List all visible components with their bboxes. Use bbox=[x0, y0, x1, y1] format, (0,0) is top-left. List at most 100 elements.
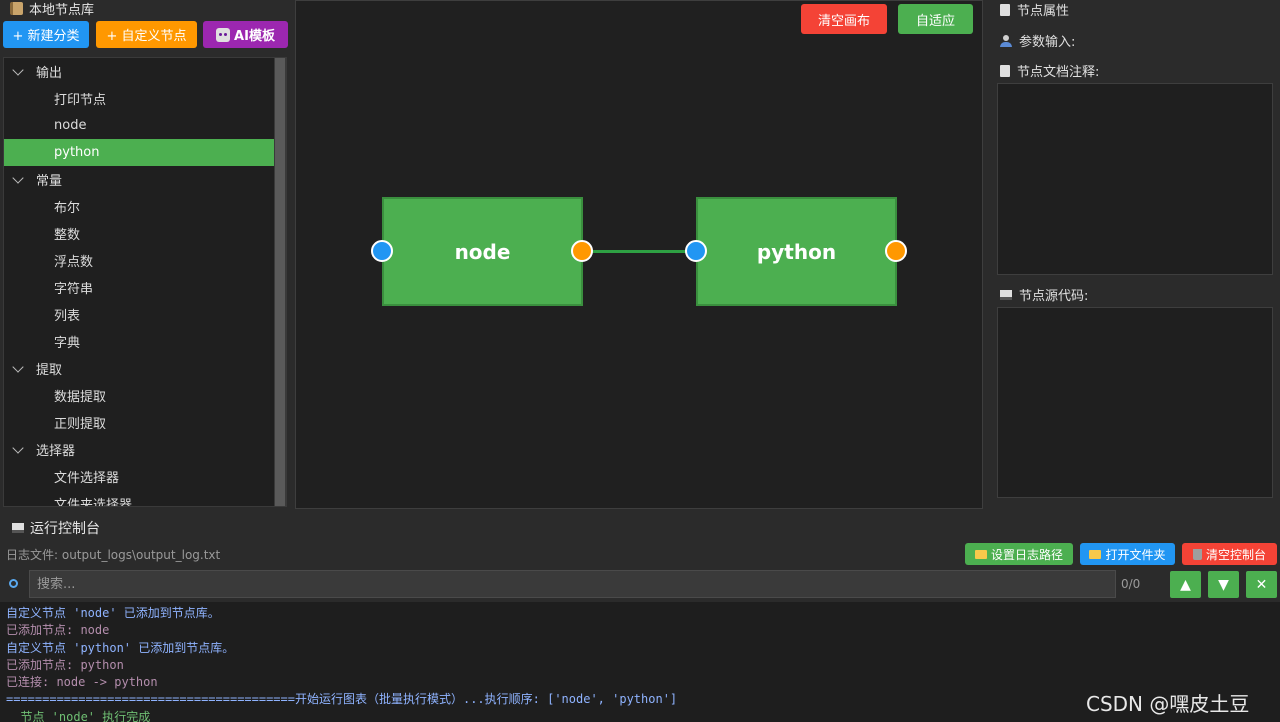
doc-comment-text: 节点文档注释: bbox=[1017, 65, 1100, 80]
tree-item-label: 选择器 bbox=[36, 444, 76, 459]
ai-template-label: AI模板 bbox=[234, 29, 275, 44]
tree-item-label: 字符串 bbox=[54, 282, 94, 297]
chevron-down-icon[interactable] bbox=[12, 63, 24, 76]
doc-comment-box[interactable] bbox=[997, 83, 1273, 275]
log-line: 已连接: node -> python bbox=[6, 675, 158, 690]
custom-node-button[interactable]: + 自定义节点 bbox=[96, 21, 197, 48]
tree-item-label: 列表 bbox=[54, 309, 81, 324]
tree-category[interactable]: 提取 bbox=[4, 355, 274, 382]
node-output-port[interactable] bbox=[571, 240, 593, 262]
tree-item[interactable]: 文件夹选择器 bbox=[4, 490, 274, 506]
node-library-panel: 本地节点库 + 新建分类 + 自定义节点 AI模板 文件夹选择器 文件选择器 选择器… bbox=[0, 0, 290, 510]
tree-item[interactable]: 打印节点 bbox=[4, 85, 274, 112]
tree-item-label: 布尔 bbox=[54, 201, 81, 216]
python-input-port[interactable] bbox=[685, 240, 707, 262]
console-log-output[interactable]: 自定义节点 'node' 已添加到节点库。已添加节点: node 自定义节点 'p… bbox=[0, 602, 1280, 722]
node-library-title-text: 本地节点库 bbox=[29, 2, 95, 18]
source-code-box[interactable] bbox=[997, 307, 1273, 498]
robot-icon bbox=[216, 27, 231, 42]
tree-item[interactable]: 浮点数 bbox=[4, 247, 274, 274]
doc-comment-label: 节点文档注释: bbox=[1000, 61, 1099, 80]
search-match-count: 0/0 bbox=[1121, 577, 1141, 591]
search-next-button[interactable]: ▼ bbox=[1208, 571, 1239, 598]
console-title: 运行控制台 bbox=[12, 518, 100, 538]
node-library-title: 本地节点库 bbox=[10, 0, 95, 18]
set-log-path-button[interactable]: 设置日志路径 bbox=[965, 543, 1073, 565]
tree-item[interactable]: 整数 bbox=[4, 220, 274, 247]
console-search-bar: 0/0 ▲ ▼ ✕ bbox=[0, 569, 1280, 601]
tree-item-label: 文件选择器 bbox=[54, 471, 120, 486]
fit-view-button[interactable]: 自适应 bbox=[898, 4, 973, 34]
tree-category[interactable]: 选择器 bbox=[4, 436, 274, 463]
log-line: 已添加节点: python bbox=[6, 657, 124, 672]
tree-item[interactable]: 布尔 bbox=[4, 193, 274, 220]
clear-console-label: 清空控制台 bbox=[1205, 547, 1266, 562]
trash-icon bbox=[1192, 548, 1202, 560]
tree-category[interactable]: 常量 bbox=[4, 166, 274, 193]
tree-item-label: 字典 bbox=[54, 336, 81, 351]
graph-node-python[interactable]: python bbox=[696, 197, 897, 306]
console-search-input[interactable] bbox=[29, 570, 1116, 598]
tree-item-label: node bbox=[54, 118, 87, 133]
param-input-label: 参数输入: bbox=[1000, 31, 1075, 50]
connection-wire[interactable] bbox=[591, 250, 696, 253]
tree-item-label: 整数 bbox=[54, 228, 81, 243]
tree-scrollbar[interactable] bbox=[274, 58, 286, 506]
document-icon bbox=[1000, 3, 1010, 16]
graph-canvas[interactable]: 清空画布 自适应 node python bbox=[295, 0, 983, 509]
node-properties-title-text: 节点属性 bbox=[1017, 4, 1070, 19]
tree-item[interactable]: node bbox=[4, 112, 274, 139]
terminal-icon bbox=[12, 523, 24, 533]
tree-item[interactable]: python bbox=[4, 139, 274, 166]
log-line: 节点 'node' 执行完成 bbox=[6, 709, 151, 722]
clear-console-button[interactable]: 清空控制台 bbox=[1182, 543, 1277, 565]
clear-canvas-button[interactable]: 清空画布 bbox=[801, 4, 887, 34]
ai-template-button[interactable]: AI模板 bbox=[203, 21, 288, 48]
folder-icon bbox=[974, 549, 987, 559]
tree-item[interactable]: 字典 bbox=[4, 328, 274, 355]
watermark: CSDN @嘿皮土豆 bbox=[1086, 692, 1250, 716]
set-log-path-label: 设置日志路径 bbox=[990, 547, 1063, 562]
tree-item-label: 浮点数 bbox=[54, 255, 94, 270]
tree-item[interactable]: 文件选择器 bbox=[4, 463, 274, 490]
open-folder-label: 打开文件夹 bbox=[1105, 547, 1166, 562]
search-icon bbox=[9, 579, 18, 588]
log-line: 自定义节点 'python' 已添加到节点库。 bbox=[6, 640, 235, 655]
open-folder-button[interactable]: 打开文件夹 bbox=[1080, 543, 1175, 565]
search-prev-button[interactable]: ▲ bbox=[1170, 571, 1201, 598]
tree-item[interactable]: 列表 bbox=[4, 301, 274, 328]
tree-scroll-thumb[interactable] bbox=[275, 58, 285, 506]
tree-item[interactable]: 数据提取 bbox=[4, 382, 274, 409]
graph-node-node[interactable]: node bbox=[382, 197, 583, 306]
terminal-icon bbox=[1000, 289, 1012, 300]
tree-item-label: 正则提取 bbox=[54, 417, 107, 432]
chevron-down-icon[interactable] bbox=[12, 360, 24, 373]
user-icon bbox=[1000, 34, 1012, 47]
log-file-path: 日志文件: output_logs\output_log.txt bbox=[6, 548, 221, 562]
tree-item-label: 常量 bbox=[36, 174, 63, 189]
tree-item-label: 输出 bbox=[36, 66, 63, 81]
chevron-down-icon[interactable] bbox=[12, 441, 24, 454]
node-input-port[interactable] bbox=[371, 240, 393, 262]
log-line: ========================================… bbox=[6, 692, 678, 707]
tree-item-label: python bbox=[54, 145, 100, 160]
folder-icon bbox=[1089, 549, 1102, 559]
tree-item-label: 提取 bbox=[36, 363, 63, 378]
tree-item[interactable]: 正则提取 bbox=[4, 409, 274, 436]
log-line: 已添加节点: node bbox=[6, 623, 110, 638]
node-tree[interactable]: 文件夹选择器 文件选择器 选择器 正则提取 数据提取 提取 字典 列表 字符串 浮点数 整数 布尔 常量… bbox=[3, 57, 287, 507]
search-close-button[interactable]: ✕ bbox=[1246, 571, 1277, 598]
tree-category[interactable]: 输出 bbox=[4, 58, 274, 85]
python-output-port[interactable] bbox=[885, 240, 907, 262]
source-code-label: 节点源代码: bbox=[1000, 285, 1088, 304]
node-properties-panel: 节点属性 参数输入: 节点文档注释: 节点源代码: bbox=[988, 0, 1280, 510]
book-icon bbox=[10, 1, 23, 15]
tree-item[interactable]: 字符串 bbox=[4, 274, 274, 301]
chevron-down-icon[interactable] bbox=[12, 171, 24, 184]
node-properties-title: 节点属性 bbox=[1000, 0, 1069, 19]
tree-item-label: 数据提取 bbox=[54, 390, 107, 405]
new-category-button[interactable]: + 新建分类 bbox=[3, 21, 89, 48]
log-line: 自定义节点 'node' 已添加到节点库。 bbox=[6, 606, 220, 620]
console-title-text: 运行控制台 bbox=[30, 521, 100, 537]
